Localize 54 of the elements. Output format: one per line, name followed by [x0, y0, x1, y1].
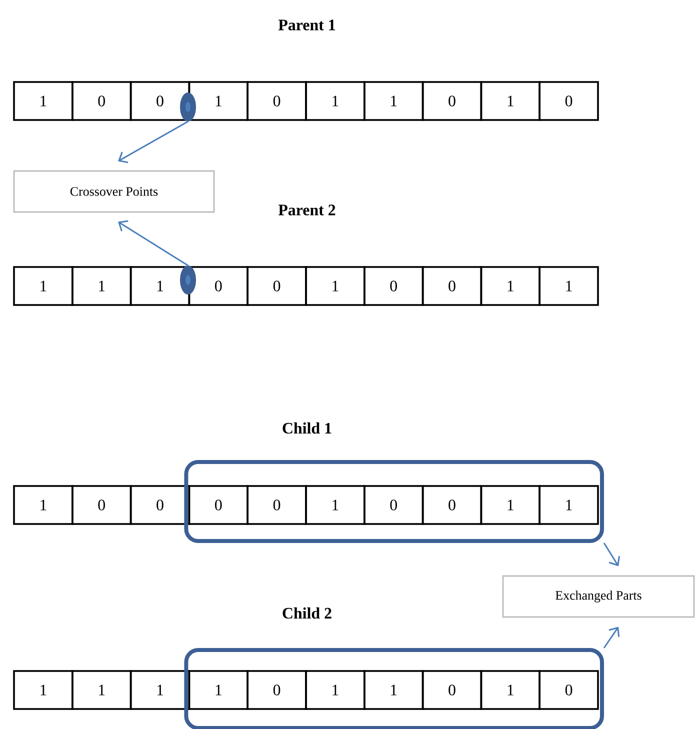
- bit-cell: 0: [246, 485, 307, 525]
- bit-cell: 1: [13, 266, 74, 306]
- bit-cell: 1: [188, 670, 248, 710]
- bit-cell: 1: [364, 670, 424, 710]
- bit-cell: 0: [422, 81, 482, 121]
- bit-cell: 0: [130, 81, 190, 121]
- bit-cell: 1: [305, 266, 366, 306]
- bit-cell: 0: [188, 266, 248, 306]
- row-heading: Child 1: [282, 422, 332, 434]
- bit-cell: 1: [72, 266, 132, 306]
- bit-cell: 0: [72, 81, 132, 121]
- bit-cell: 0: [130, 485, 190, 525]
- bit-cell: 1: [364, 81, 424, 121]
- bit-cell: 1: [188, 81, 248, 121]
- bit-cell: 1: [480, 81, 540, 121]
- bit-cell: 1: [130, 670, 190, 710]
- bit-cell: 1: [305, 670, 366, 710]
- bit-cell: 1: [305, 81, 366, 121]
- bit-cell: 1: [480, 266, 540, 306]
- bit-cell: 1: [13, 485, 74, 525]
- arrow: [603, 626, 620, 648]
- bit-cell: 0: [246, 266, 307, 306]
- bit-cell: 1: [538, 266, 599, 306]
- bit-cell: 0: [246, 81, 307, 121]
- bit-cell: 1: [305, 485, 366, 525]
- arrow: [603, 542, 620, 566]
- bit-cell: 1: [480, 485, 540, 525]
- bit-cell: 0: [188, 485, 248, 525]
- bit-cell: 0: [422, 266, 482, 306]
- bit-cell: 0: [246, 670, 307, 710]
- bit-cell: 1: [13, 670, 74, 710]
- bit-cell: 1: [480, 670, 540, 710]
- highlight-frame: [184, 460, 604, 543]
- bit-cell: 0: [538, 81, 599, 121]
- bit-cell: 1: [13, 81, 74, 121]
- bit-cell: 1: [130, 266, 190, 306]
- callout-box: Exchanged Parts: [502, 575, 695, 618]
- row-heading: Parent 1: [278, 20, 335, 30]
- bit-cell: 0: [422, 670, 482, 710]
- row-heading: Child 2: [282, 607, 332, 619]
- crossover-dot: [180, 266, 196, 294]
- bit-cell: 0: [72, 485, 132, 525]
- callout-box: Crossover Points: [13, 170, 215, 213]
- bit-cell: 0: [538, 670, 599, 710]
- bit-cell: 0: [364, 266, 424, 306]
- bit-cell: 0: [364, 485, 424, 525]
- arrow: [118, 220, 188, 266]
- bit-cell: 1: [538, 485, 599, 525]
- bit-cell: 0: [422, 485, 482, 525]
- crossover-dot: [180, 92, 196, 122]
- arrow: [118, 120, 188, 164]
- row-heading: Parent 2: [278, 204, 336, 216]
- bit-cell: 1: [72, 670, 132, 710]
- highlight-frame: [184, 648, 604, 729]
